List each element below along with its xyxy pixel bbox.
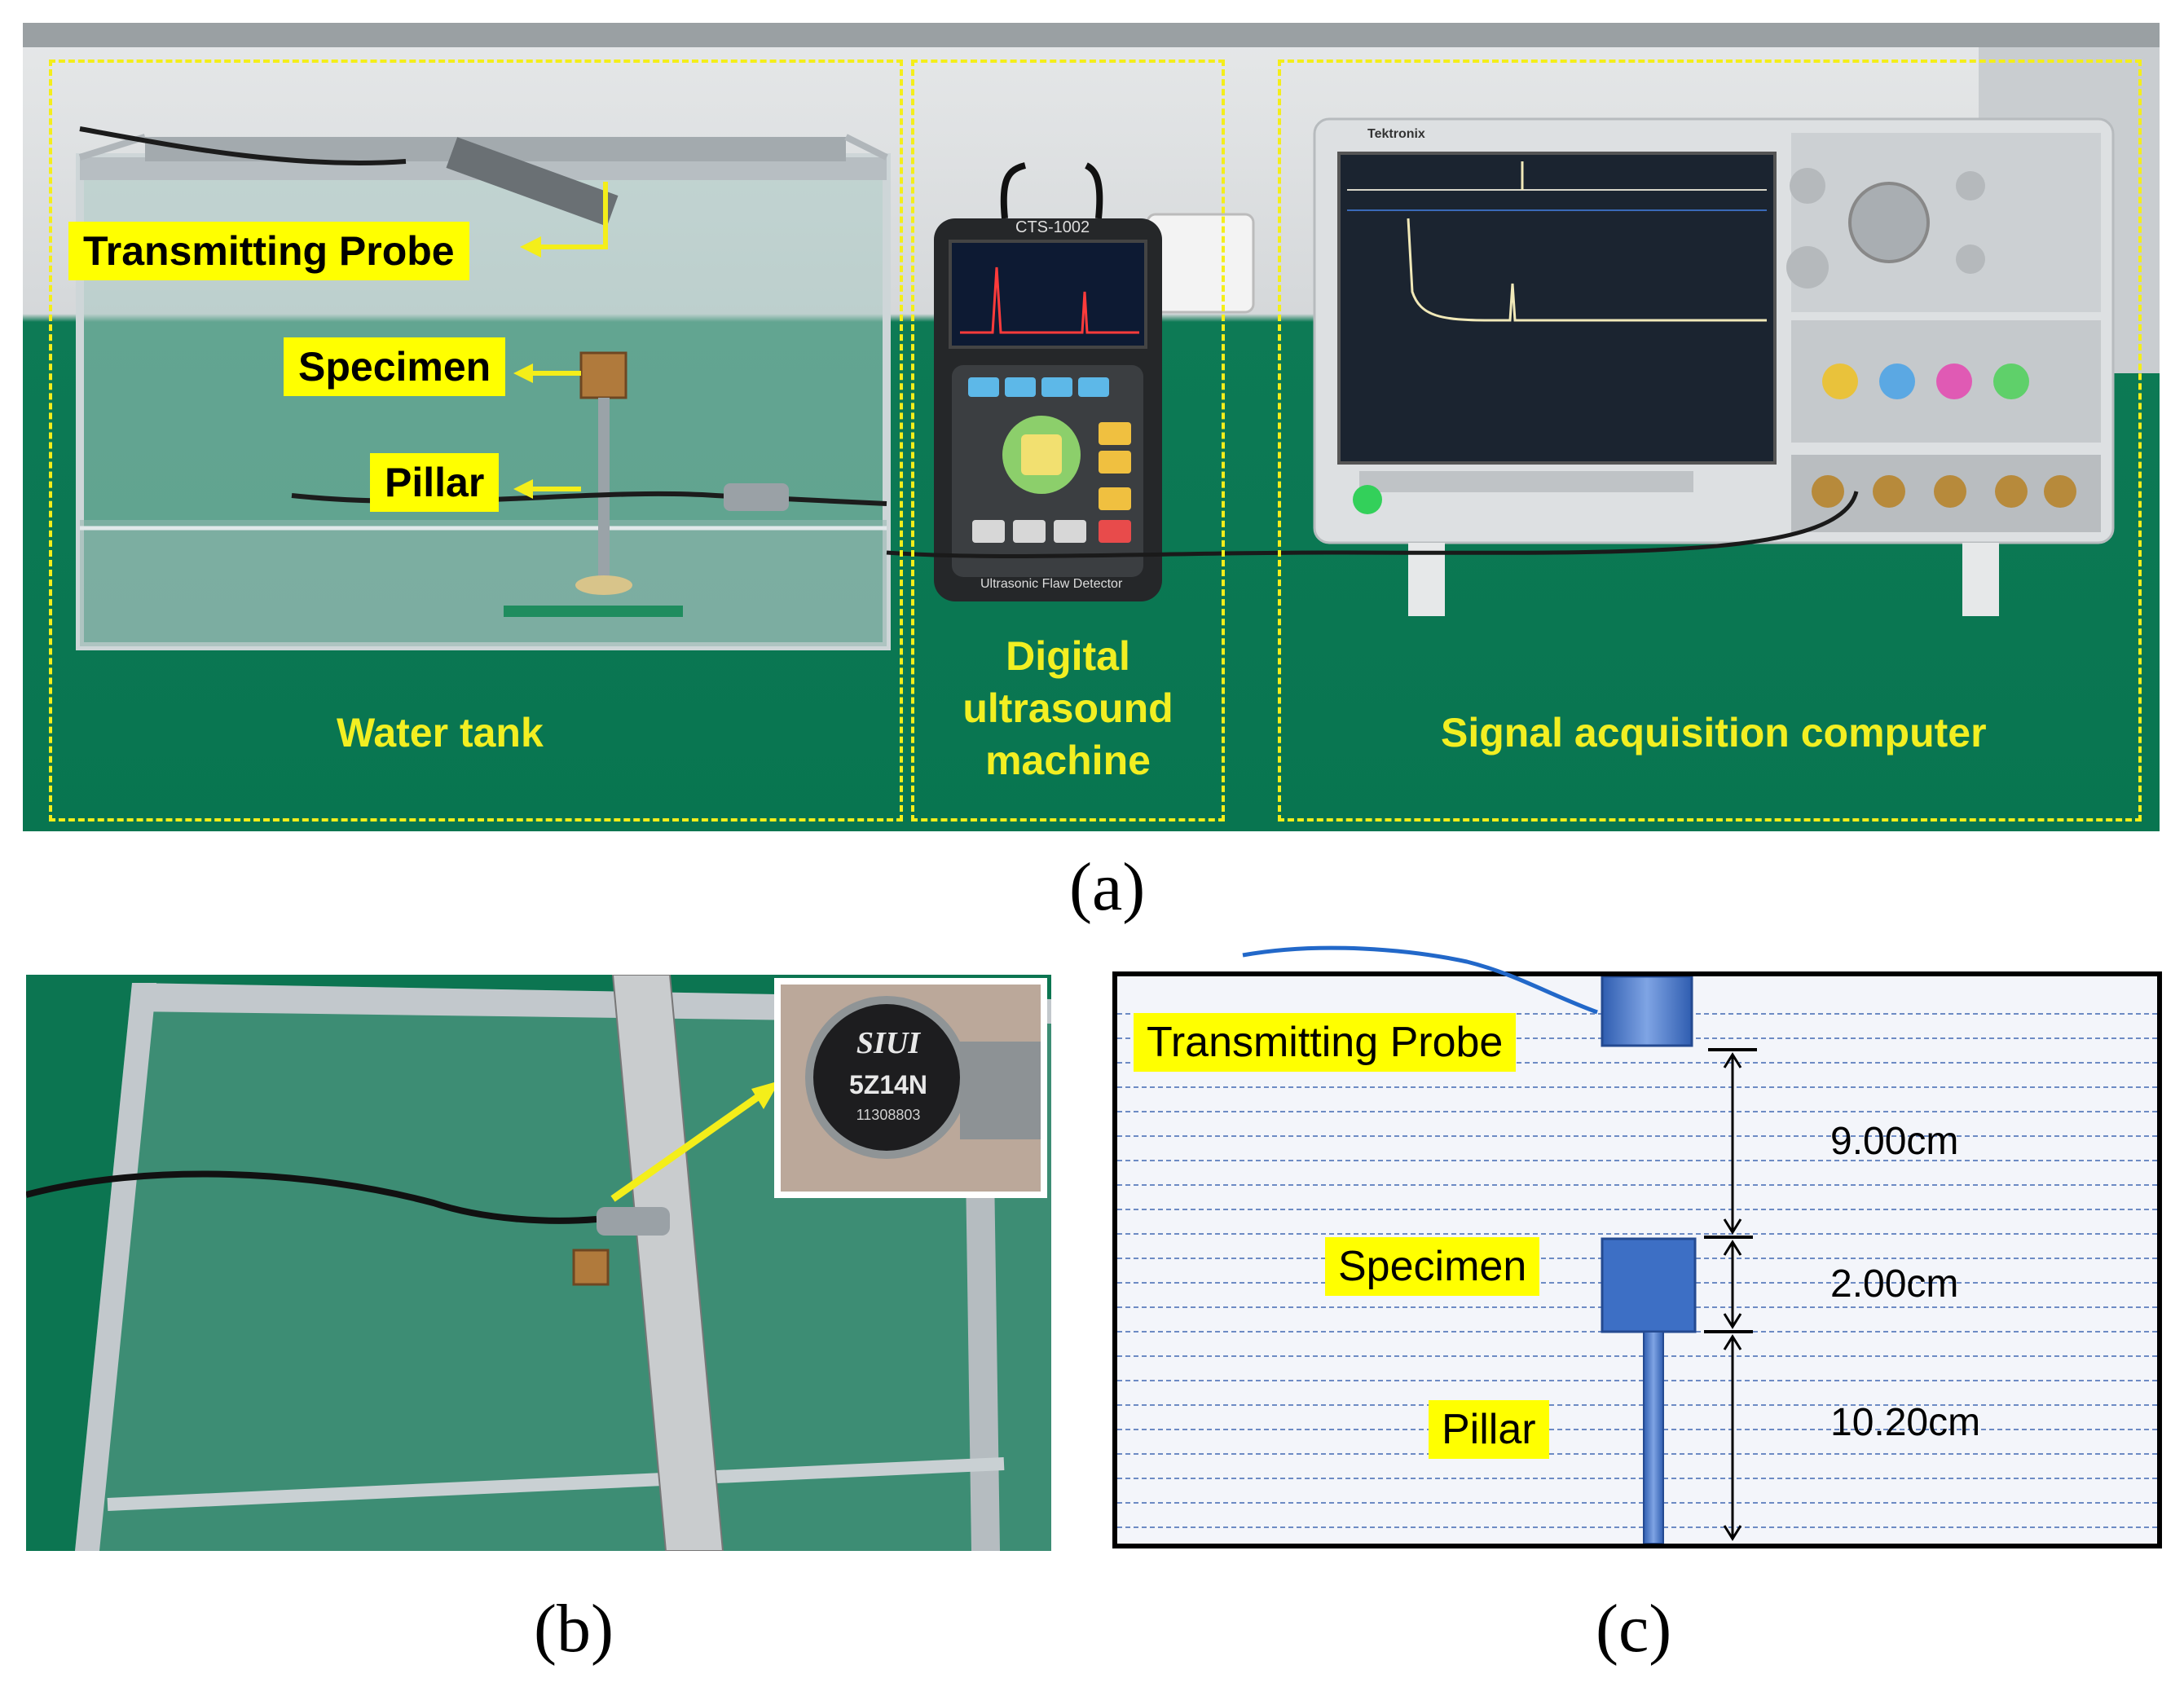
lab-setup-photo [23, 23, 2160, 650]
dashed-box-water-tank [49, 59, 903, 822]
photo-panel-b: SIUI 5Z14N 11308803 [26, 975, 1051, 1551]
dimension-probe-to-specimen: 9.00cm [1830, 1120, 1959, 1163]
schematic-panel-c: Transmitting Probe Specimen Pillar 9.00c… [1112, 971, 2162, 1548]
dimension-arrow-3 [1723, 1334, 1742, 1541]
caption-ultrasound-line2: ultrasound [962, 685, 1173, 731]
dimension-pillar-height: 10.20cm [1830, 1401, 1981, 1444]
probe-model: 5Z14N [848, 1070, 928, 1099]
probe-brand: SIUI [856, 1026, 921, 1060]
caption-ultrasound-line3: machine [985, 738, 1151, 783]
arrow-to-probe [520, 182, 608, 258]
dimension-arrow-1 [1723, 1052, 1742, 1235]
schematic-shapes [1601, 976, 1757, 1544]
caption-signal-computer: Signal acquisition computer [1441, 710, 1987, 755]
caption-water-tank: Water tank [337, 710, 544, 755]
oscilloscope-illustration [886, 117, 2115, 616]
pillar-shape [1643, 1331, 1664, 1544]
label-pillar-a: Pillar [370, 453, 500, 512]
probe-serial: 11308803 [856, 1107, 921, 1123]
device-name: Ultrasonic Flaw Detector [980, 577, 1123, 591]
dimension-arrow-2 [1723, 1240, 1742, 1329]
device-model: CTS-1002 [1015, 218, 1090, 236]
specimen-shape [1601, 1237, 1697, 1333]
label-pillar-c: Pillar [1429, 1400, 1549, 1459]
label-transmitting-probe-a: Transmitting Probe [68, 222, 469, 280]
oscilloscope-brand: Tektronix [1367, 127, 1425, 141]
caption-b: (b) [534, 1591, 614, 1667]
caption-c: (c) [1596, 1591, 1672, 1667]
label-transmitting-probe-c: Transmitting Probe [1134, 1013, 1517, 1072]
dimension-specimen-height: 2.00cm [1830, 1262, 1959, 1306]
dashed-box-ultrasound-machine [911, 59, 1225, 822]
probe-inset: SIUI 5Z14N 11308803 [774, 978, 1047, 1198]
label-specimen-c: Specimen [1325, 1237, 1540, 1296]
arrow-to-specimen [513, 363, 581, 383]
probe-cable [1242, 945, 1598, 1015]
arrow-to-pillar [513, 479, 581, 499]
water-tank-illustration [76, 126, 891, 650]
probe-shape [1601, 976, 1693, 1047]
dashed-box-computer [1278, 59, 2142, 822]
probe-face [805, 996, 968, 1159]
photo-panel-a: Transmitting Probe Specimen Pillar CTS-1… [23, 23, 2160, 831]
tank-top-photo [26, 975, 1051, 1551]
ruler [611, 975, 724, 1551]
caption-a: (a) [1069, 849, 1146, 925]
label-specimen-a: Specimen [284, 337, 506, 396]
caption-ultrasound-line1: Digital [1006, 633, 1130, 679]
flaw-detector-illustration [934, 162, 1162, 601]
